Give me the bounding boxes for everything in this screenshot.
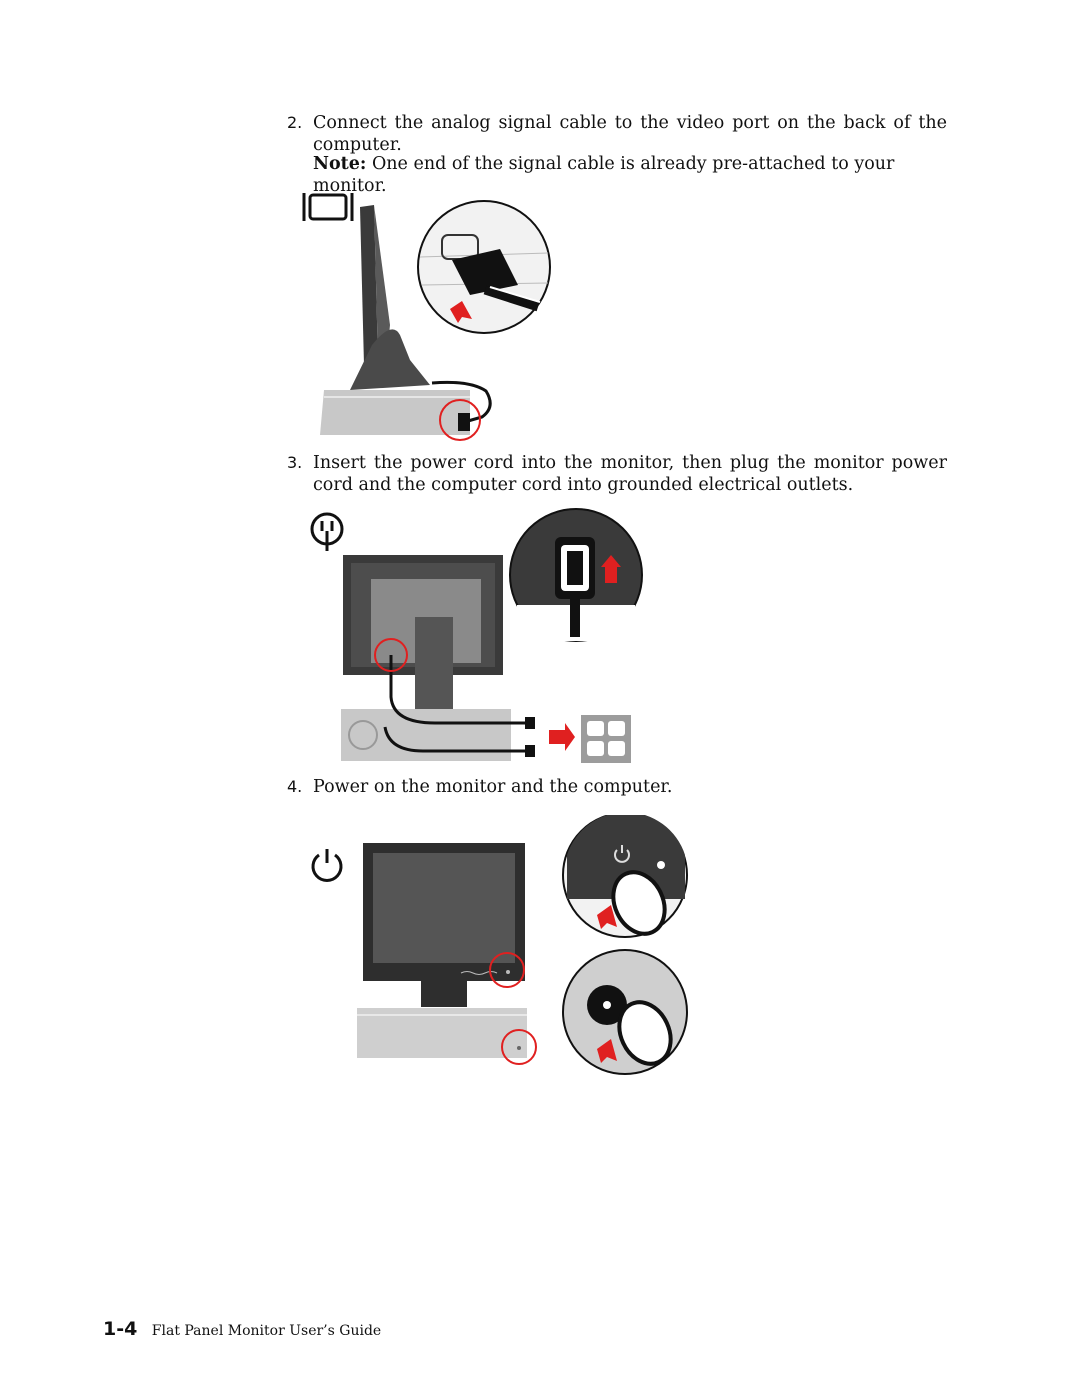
highlight-circle [439,399,481,441]
power-on-illustration [311,815,688,1075]
zoom-detail [509,508,643,642]
plug-end-1 [525,717,535,729]
step-number: 4. [287,777,303,796]
note-text: One end of the signal cable is already p… [313,154,895,196]
step-text: Connect the analog signal cable to the v… [313,113,947,155]
monitor-power-cord [389,655,527,725]
note-label: Note: [313,154,367,174]
step-text: Power on the monitor and the computer. [313,777,673,797]
page-footer: 1-4 Flat Panel Monitor User’s Guide [103,1318,381,1340]
zoom-computer-button [562,949,688,1075]
footer-title: Flat Panel Monitor User’s Guide [151,1323,382,1339]
step-text: Insert the power cord into the monitor, … [313,453,947,495]
computer-power-cord [383,726,527,753]
video-port-icon [302,193,354,221]
monitor-back-view [341,555,511,761]
monitor-side-view [320,205,470,435]
cable-connector [458,413,470,431]
monitor-front-view [357,843,527,1058]
monitor-button-highlight [489,952,525,988]
zoom-monitor-button [562,815,688,938]
signal-cable [431,380,492,423]
signal-cable-illustration [302,193,551,441]
power-symbol-icon [311,849,343,882]
plug-end-2 [525,745,535,757]
power-cord-illustration [310,508,643,763]
note: Note: One end of the signal cable is alr… [313,153,953,197]
arrow-to-outlet [549,723,575,751]
step-number: 2. [287,113,303,132]
step-2: 2. Connect the analog signal cable to th… [287,112,947,156]
zoom-detail [417,200,551,334]
page-number: 1-4 [103,1318,138,1340]
highlight-circle [374,638,408,672]
step-4: 4. Power on the monitor and the computer… [287,776,947,798]
wall-outlet [581,715,631,763]
step-number: 3. [287,453,303,472]
power-plug-icon [310,512,344,551]
computer-button-highlight [501,1029,537,1065]
step-3: 3. Insert the power cord into the monito… [287,452,947,496]
